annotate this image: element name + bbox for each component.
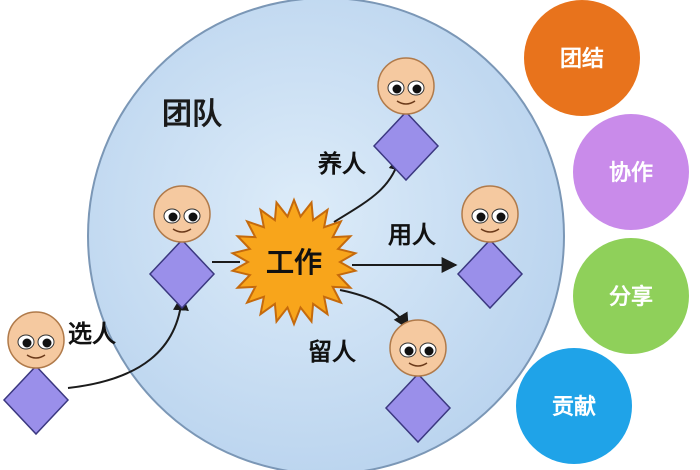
work-sun-burst: [229, 197, 359, 327]
person-mouth: [172, 228, 192, 233]
value-circle-collaboration: [573, 114, 689, 230]
work-label: 工作: [266, 246, 322, 279]
person-center: [148, 185, 216, 310]
person-used: [456, 185, 524, 310]
right-pupil: [188, 212, 198, 222]
team-label: 团队: [162, 97, 223, 132]
person-body: [2, 364, 70, 436]
person-body: [456, 238, 524, 310]
person-body: [372, 110, 440, 182]
person-selected: [2, 311, 70, 436]
person-face: [153, 185, 211, 243]
value-circle-unity: [524, 0, 640, 116]
value-label-collaboration: 协作: [609, 161, 653, 186]
value-label-sharing: 分享: [609, 284, 653, 310]
work-sun: 工作: [229, 197, 359, 327]
flow-label-retain: 留人: [308, 338, 356, 366]
person-face: [461, 185, 519, 243]
arrow-select: [67, 294, 189, 389]
person-face: [7, 311, 65, 369]
value-label-contribution: 贡献: [552, 394, 596, 420]
flow-label-use: 用人: [388, 221, 436, 249]
flow-arrows: [67, 154, 458, 389]
flow-label-nurture: 养人: [317, 150, 366, 178]
person-mouth: [480, 228, 500, 233]
people: [2, 57, 524, 444]
value-circle-contribution: [516, 348, 632, 464]
flow-label-select: 选人: [68, 320, 116, 348]
person-face: [377, 57, 435, 115]
person-body: [148, 238, 216, 310]
right-pupil: [412, 84, 422, 94]
value-circles: 团结 协作 分享 贡献: [516, 0, 689, 464]
left-pupil: [22, 338, 32, 348]
person-mouth: [408, 362, 428, 367]
left-pupil: [392, 84, 402, 94]
value-circle-sharing: [573, 238, 689, 354]
value-label-unity: 团结: [560, 46, 604, 72]
person-face: [389, 319, 447, 377]
person-retained: [384, 319, 452, 444]
person-mouth: [26, 354, 46, 359]
person-mouth: [396, 100, 416, 105]
arrow-retain: [339, 289, 409, 330]
person-nurtured: [372, 57, 440, 182]
left-pupil: [404, 346, 414, 356]
right-pupil: [424, 346, 434, 356]
left-pupil: [168, 212, 178, 222]
right-pupil: [496, 212, 506, 222]
person-body: [384, 372, 452, 444]
left-pupil: [476, 212, 486, 222]
right-pupil: [42, 338, 52, 348]
